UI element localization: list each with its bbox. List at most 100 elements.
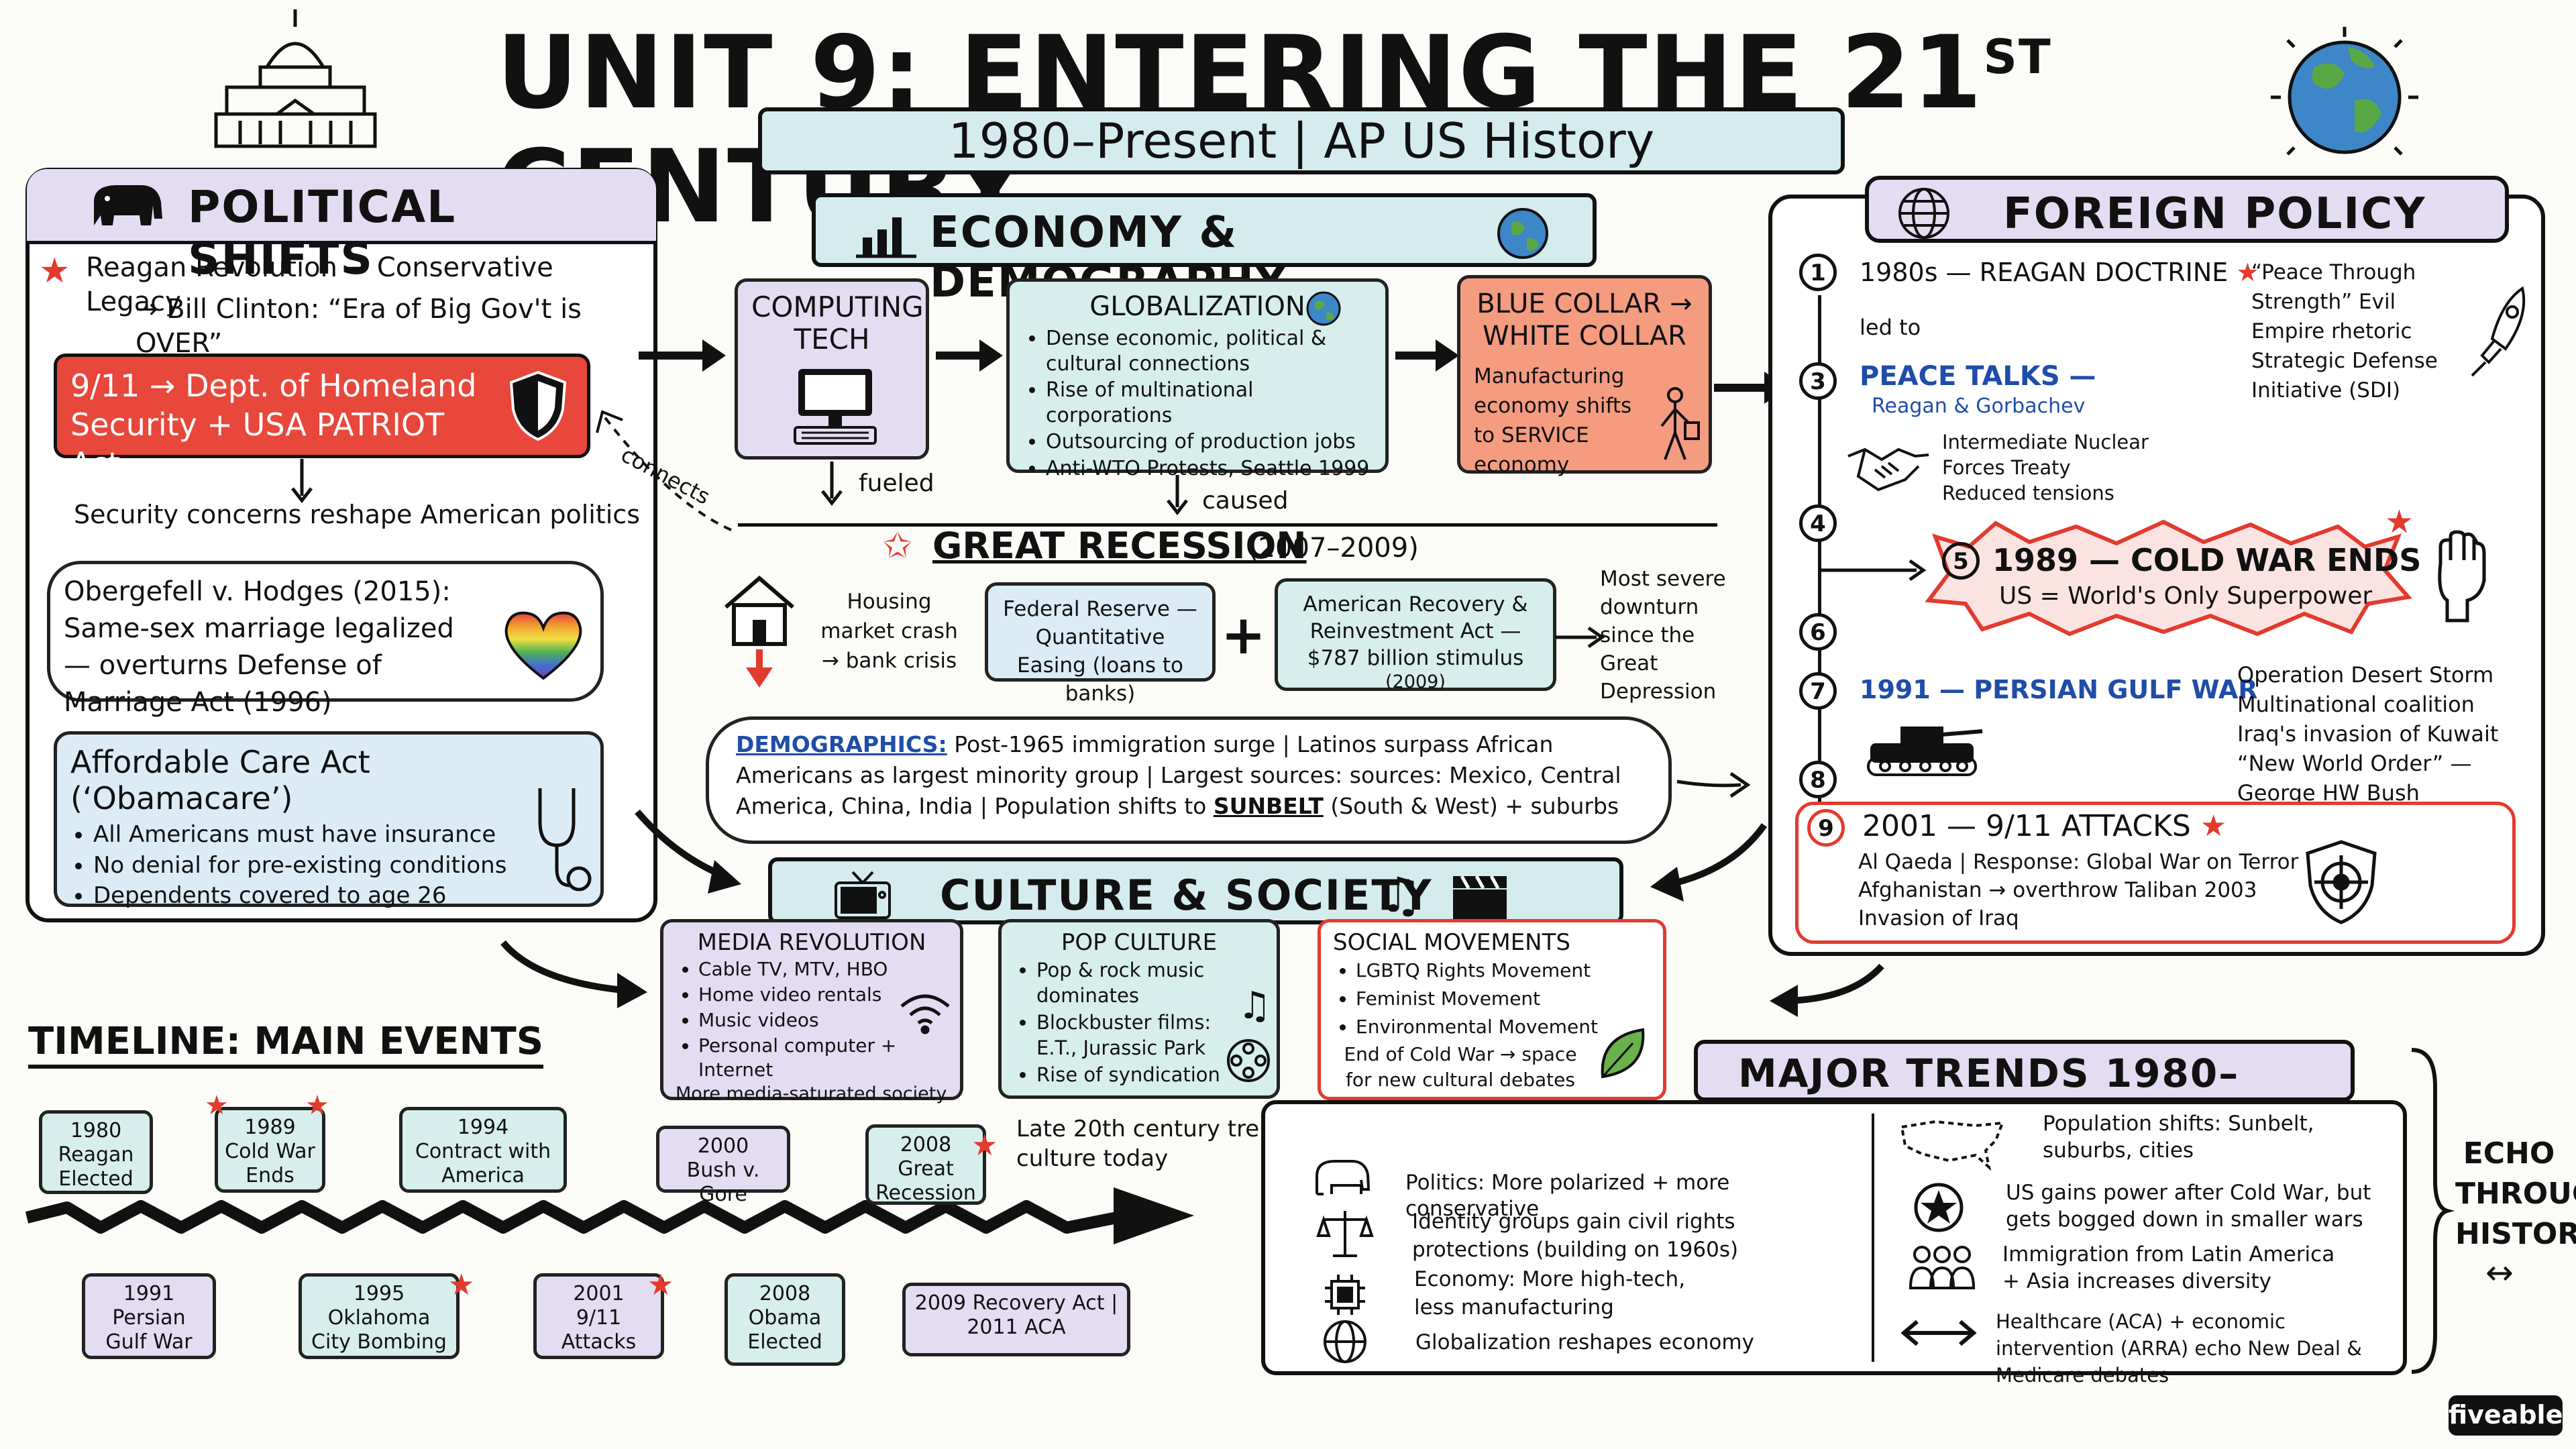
aca-card: Affordable Care Act (‘Obamacare’) All Am…: [54, 731, 604, 909]
scales-icon: [1316, 1208, 1374, 1261]
event-year: 1989: [244, 1116, 296, 1139]
list-item: Blockbuster films: E.T., Jurassic Park: [1036, 1010, 1238, 1061]
curved-arrow-icon: [1770, 963, 1884, 1017]
event-year: 2001: [573, 1282, 625, 1305]
event-label: Cold War Ends: [225, 1140, 315, 1187]
pop-culture-card: Pop Culture Pop & rock music dominates B…: [998, 919, 1280, 1099]
step-number: 9: [1807, 809, 1845, 847]
arrow-right-icon: [1819, 559, 1927, 582]
list-item: Rise of syndication: [1036, 1062, 1238, 1087]
arrow-down-icon: [1167, 475, 1188, 516]
housing-text: Housing market crash → bank crisis: [820, 590, 958, 673]
demographics-body: Post-1965 immigration surge | Latinos su…: [736, 731, 1621, 819]
brace-icon: [2411, 1048, 2455, 1374]
curved-arrow-icon: [500, 940, 647, 1008]
federal-reserve-text: Federal Reserve — Quantitative Easing (l…: [1003, 597, 1197, 706]
trend-healthcare: Healthcare (ACA) + economic intervention…: [1996, 1310, 2362, 1387]
list-item: Outsourcing of production jobs: [1046, 429, 1372, 455]
curved-arrow-icon: [635, 809, 741, 894]
timeline-title: Timeline: Main Events: [28, 1020, 544, 1069]
step-number: 5: [1942, 542, 1980, 580]
trends-panel: [1261, 1100, 2407, 1375]
demographics-end: (South & West) + suburbs: [1330, 793, 1619, 819]
globe-wire-icon: [1322, 1318, 1368, 1365]
reagan-doctrine-label: 1980s — REAGAN DOCTRINE: [1860, 258, 2229, 287]
us-map-icon: [1895, 1114, 2009, 1174]
worker-icon: [1655, 386, 1702, 466]
pop-culture-title: Pop Culture: [1061, 929, 1218, 956]
divider: [738, 523, 1717, 527]
arrow-right-icon: [639, 339, 726, 372]
film-reel-icon: [1224, 1036, 1273, 1085]
globe-wire-icon: [1896, 185, 1952, 241]
echo-through-history: ECHO THROUGH HISTORY: [2455, 1136, 2576, 1251]
list-item: Dependents covered to age 26: [93, 881, 536, 911]
list-item: Home video rentals: [698, 983, 920, 1007]
fist-icon: [2427, 530, 2494, 624]
media-revolution-title: Media Revolution: [697, 929, 926, 956]
handshake-icon: [1845, 436, 1932, 496]
foreign-policy-title: Foreign Policy: [2003, 189, 2426, 239]
foreign-policy-header: Foreign Policy: [1865, 176, 2509, 243]
led-to-label: led to: [1860, 315, 1921, 340]
aca-title: Affordable Care Act (‘Obamacare’): [70, 744, 370, 816]
event-year: 1995: [353, 1282, 405, 1305]
culture-title: Culture & Society: [940, 871, 1433, 920]
clinton-text: → Bill Clinton: “Era of Big Gov't is OVE…: [136, 294, 582, 360]
event-label: Bush v. Gore: [686, 1159, 760, 1206]
media-revolution-card: Media Revolution Cable TV, MTV, HBO Home…: [660, 919, 963, 1104]
arra-text: American Recovery & Reinvestment Act — $…: [1303, 592, 1528, 670]
list-item: Environmental Movement: [1356, 1014, 1651, 1040]
social-list: LGBTQ Rights Movement Feminist Movement …: [1333, 957, 1651, 1040]
step-number: 3: [1799, 362, 1837, 400]
caused-label: caused: [1202, 487, 1289, 515]
severe-text: Most severe downturn since the Great Dep…: [1600, 567, 1726, 704]
globe-small-icon: [1495, 205, 1551, 262]
globalization-title: Globalization: [1089, 291, 1305, 322]
demographics-card: DEMOGRAPHICS: Post-1965 immigration surg…: [706, 716, 1672, 844]
homeland-security-text: 9/11 → Dept. of Homeland Security + USA …: [70, 368, 477, 482]
star-icon: ★: [39, 251, 70, 291]
sunbelt-label: SUNBELT: [1213, 793, 1324, 819]
reagan-gorbachev-label: Reagan & Gorbachev: [1872, 394, 2086, 418]
political-shifts-header: Political Shifts: [27, 169, 656, 284]
demographics-text: DEMOGRAPHICS: Post-1965 immigration surg…: [736, 729, 1642, 822]
social-foot-text: End of Cold War → space for new cultural…: [1344, 1043, 1577, 1091]
step-number: 1: [1799, 254, 1837, 291]
step-number: 4: [1799, 504, 1837, 542]
trend-economy: Economy: More high-tech, less manufactur…: [1414, 1267, 1686, 1320]
arrow-down-icon: [821, 462, 843, 506]
obergefell-text: Obergefell v. Hodges (2015): Same-sex ma…: [64, 576, 454, 718]
computing-tech-card: COMPUTING TECH: [735, 278, 929, 460]
elephant-outline-icon: [1311, 1157, 1372, 1200]
bar-chart-icon: [856, 211, 916, 258]
page-title: UNIT 9: ENTERING THE 21ST CENTURY: [496, 15, 2052, 246]
list-item: All Americans must have insurance: [93, 820, 536, 850]
capitol-icon: [213, 7, 378, 151]
list-item: Rise of multinational corporations: [1046, 378, 1372, 428]
step-number: 6: [1799, 613, 1837, 651]
gulf-war-title: 1991 — PERSIAN GULF WAR: [1860, 675, 2258, 704]
star-icon: ★: [448, 1268, 475, 1302]
political-shifts-title: Political Shifts: [188, 181, 457, 284]
brand-logo[interactable]: fiveable: [2449, 1395, 2563, 1436]
wifi-icon: [898, 989, 952, 1036]
recession-years: (2007–2009): [1248, 533, 1419, 564]
divider: [1872, 1114, 1874, 1362]
trends-header: Major Trends 1980–Present: [1694, 1040, 2355, 1142]
foreign-timeline-line: [1818, 295, 1821, 832]
chip-icon: [1322, 1271, 1368, 1318]
star-icon: ★: [2228, 258, 2259, 287]
event-year: 1980: [70, 1119, 122, 1142]
double-arrow-icon: [1898, 1316, 1979, 1350]
trend-politics: Politics: More polarized + more conserva…: [1405, 1171, 1730, 1221]
star-icon: ★: [2190, 809, 2227, 843]
step-number: 7: [1799, 672, 1837, 710]
rainbow-heart-icon: [500, 608, 587, 682]
event-year: 2008: [900, 1133, 952, 1157]
